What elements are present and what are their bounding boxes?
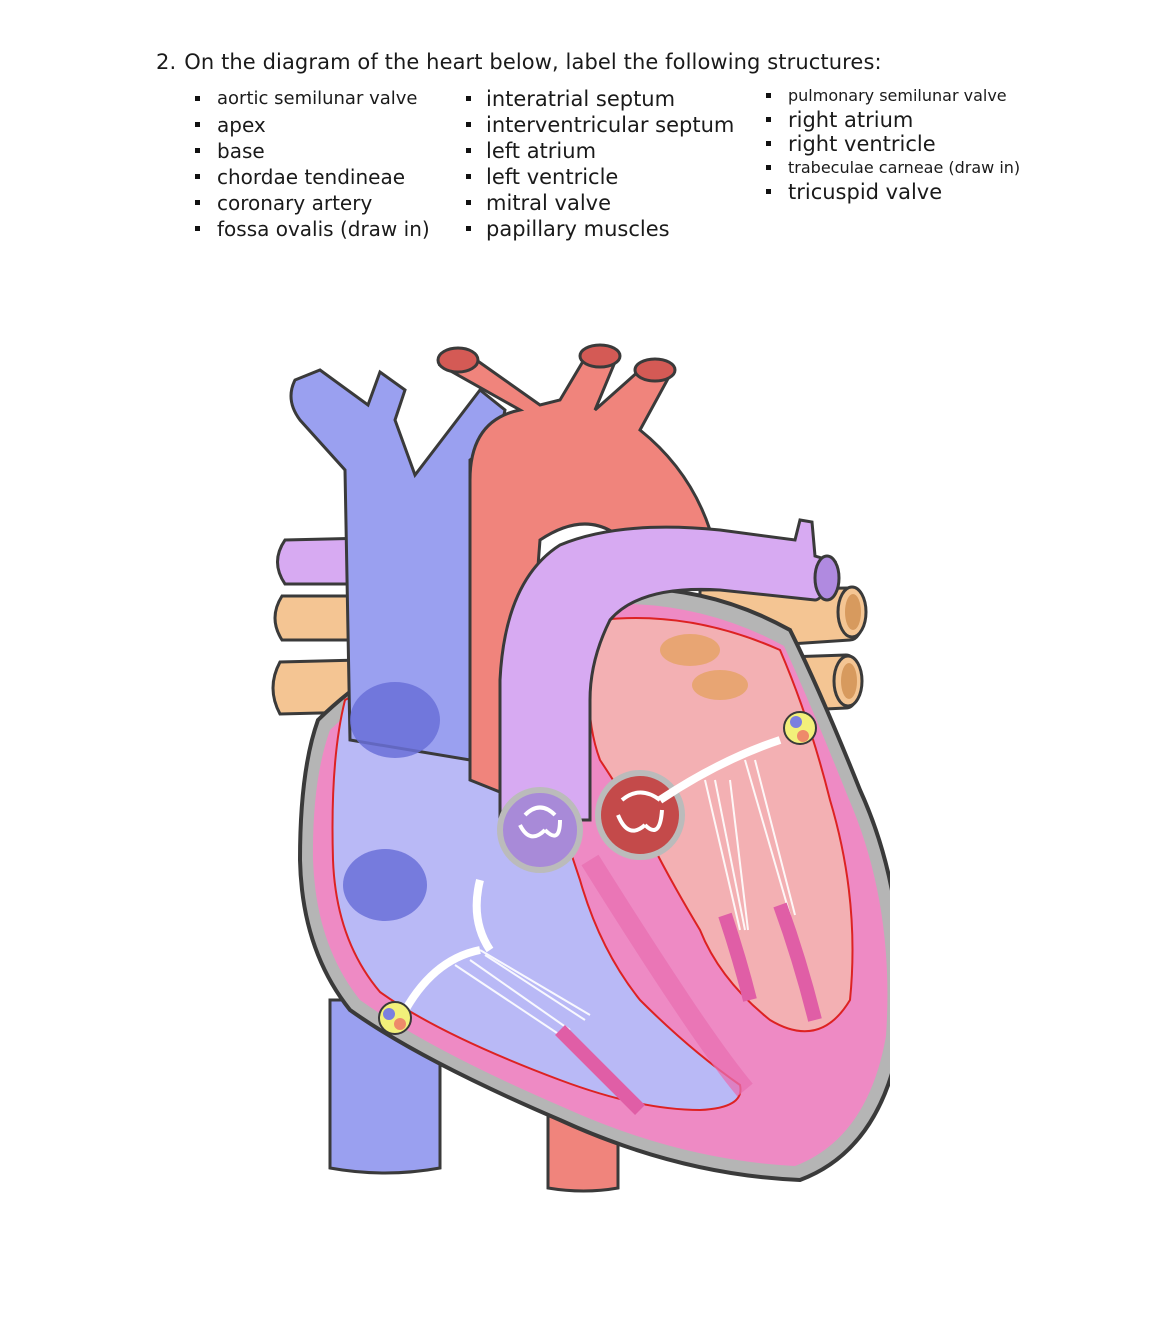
structure-item: coronary artery	[195, 190, 430, 216]
structure-list-column-3: pulmonary semilunar valve right atrium r…	[766, 84, 1020, 204]
aorta-branch-opening	[633, 357, 677, 383]
structure-list-column-1: aortic semilunar valve apex base chordae…	[195, 86, 430, 242]
structure-item: chordae tendineae	[195, 164, 430, 190]
tricuspid-valve	[472, 879, 494, 953]
question-number: 2.	[156, 50, 177, 74]
structure-item: apex	[195, 112, 430, 138]
structure-item: right ventricle	[766, 132, 1020, 156]
structure-item: mitral valve	[466, 190, 734, 216]
structure-item: base	[195, 138, 430, 164]
structure-item: interatrial septum	[466, 86, 734, 112]
structure-item: tricuspid valve	[766, 180, 1020, 204]
structure-item: left ventricle	[466, 164, 734, 190]
structure-item: aortic semilunar valve	[195, 86, 430, 112]
aorta-branch-opening	[578, 343, 622, 369]
structure-list-column-2: interatrial septum interventricular sept…	[466, 86, 734, 242]
chordae-tendineae-right	[454, 949, 591, 1036]
structure-item: trabeculae carneae (draw in)	[766, 156, 1020, 180]
papillary-muscle-left	[718, 912, 757, 1002]
coronary-artery-right	[378, 1001, 412, 1035]
structure-item: fossa ovalis (draw in)	[195, 216, 430, 242]
aortic-semilunar-valve	[595, 770, 685, 860]
ivc-opening	[343, 849, 427, 921]
pulmonary-semilunar-valve	[497, 787, 583, 873]
left-atrium-pulmonary-openings	[660, 634, 720, 666]
vena-cava-opening	[350, 682, 440, 758]
chordae-tendineae-left	[704, 759, 796, 931]
papillary-muscle-left	[773, 902, 822, 1022]
pulmonary-vein-opening-inner	[845, 594, 861, 630]
papillary-muscle-right	[555, 1025, 645, 1115]
aorta-branch-opening	[436, 346, 480, 374]
heart-diagram	[271, 343, 890, 1193]
mitral-valve	[657, 736, 782, 804]
question-prompt: 2. On the diagram of the heart below, lab…	[156, 50, 882, 74]
question-text: On the diagram of the heart below, label…	[184, 50, 882, 74]
interventricular-septum	[581, 854, 753, 1097]
structure-item: interventricular septum	[466, 112, 734, 138]
pulmonary-vein-right-upper	[273, 594, 362, 642]
valve-cusp	[616, 790, 664, 833]
structure-item: papillary muscles	[466, 216, 734, 242]
left-atrium-pulmonary-openings	[692, 670, 748, 700]
structure-item: pulmonary semilunar valve	[766, 84, 1020, 108]
pulmonary-artery-opening	[813, 554, 841, 602]
valve-cusp	[518, 805, 562, 839]
structure-item: left atrium	[466, 138, 734, 164]
structure-item: right atrium	[766, 108, 1020, 132]
coronary-artery-left	[783, 711, 817, 745]
pulmonary-vein-opening-inner	[841, 663, 857, 699]
